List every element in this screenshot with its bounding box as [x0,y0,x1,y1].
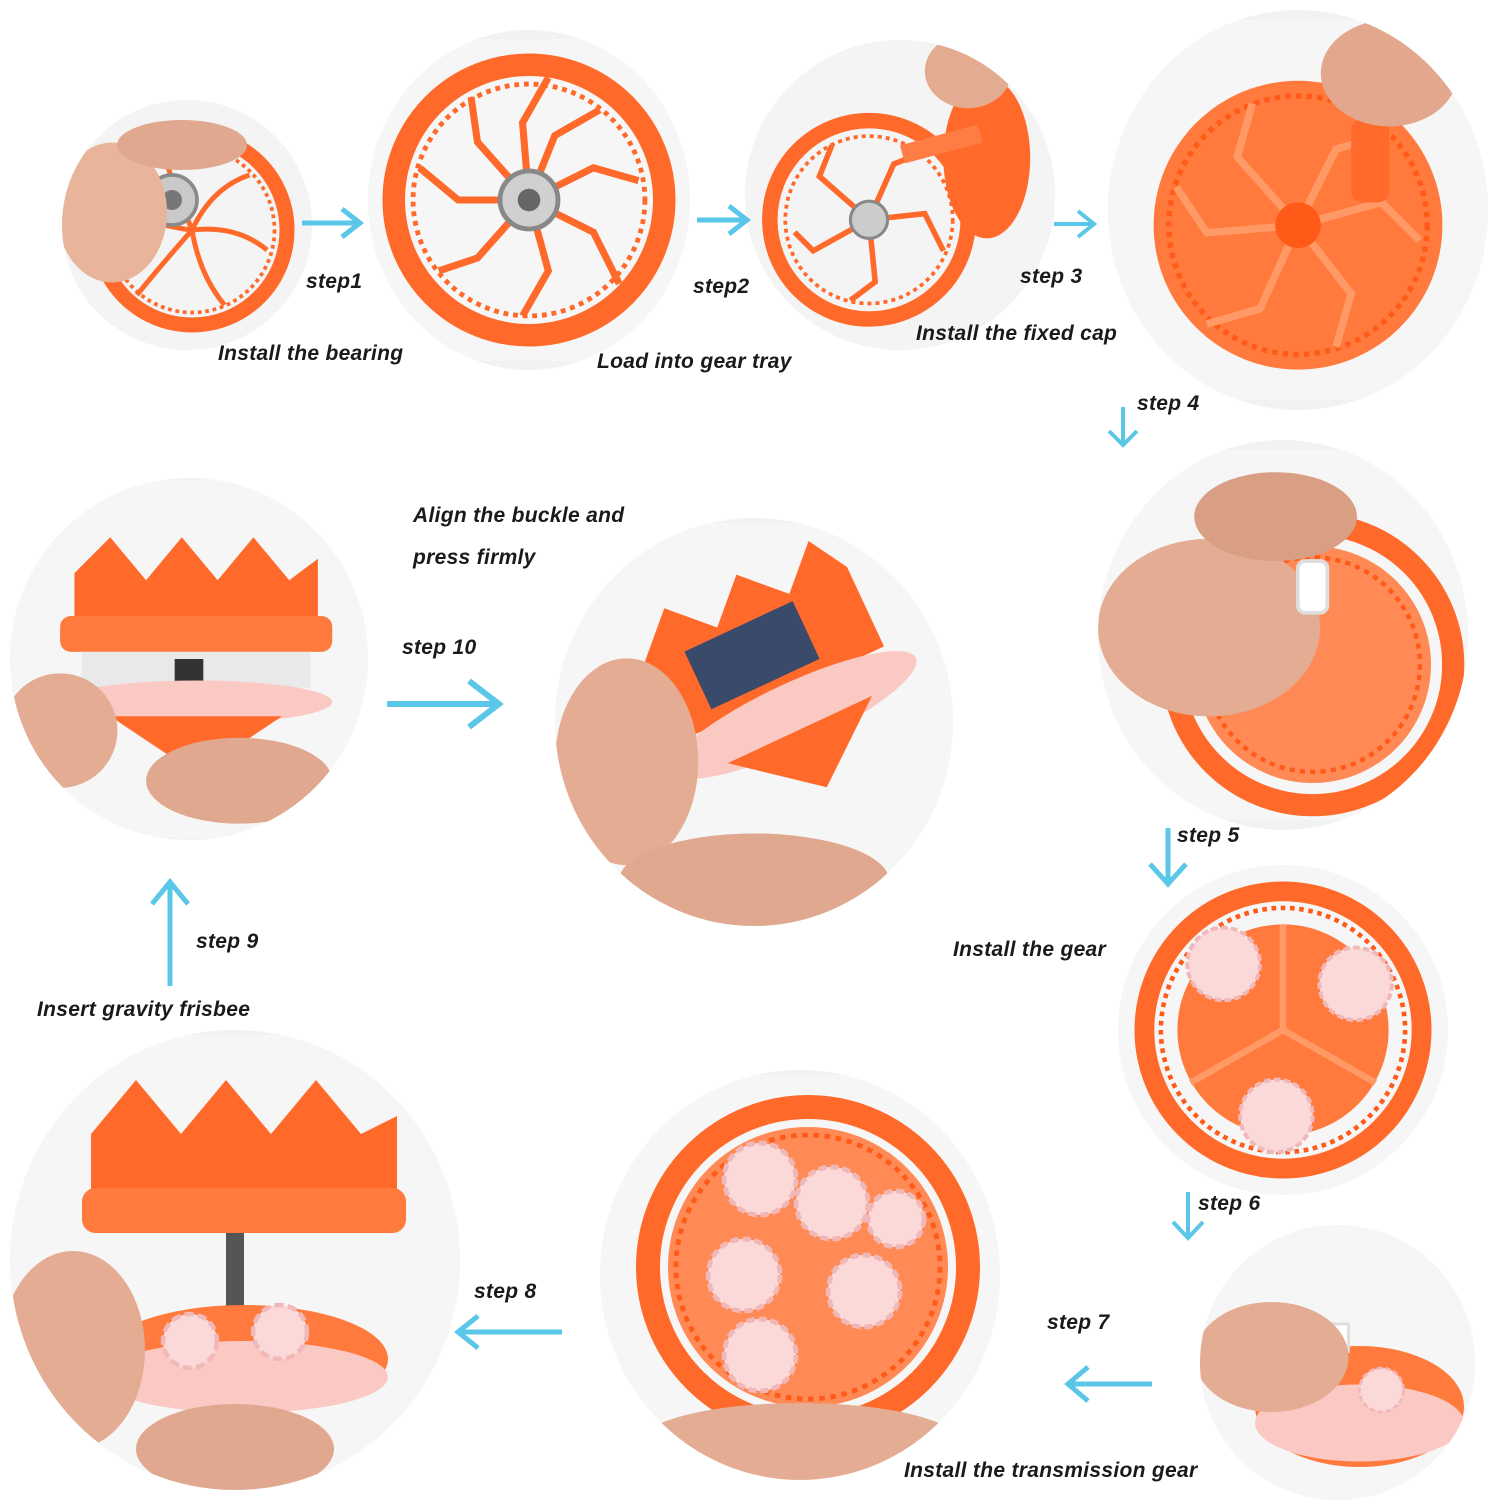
caption-install-gear: Install the gear [953,938,1107,961]
arrow-step-1-right [300,205,365,241]
step-label-6: step 6 [1198,1192,1261,1215]
caption-load-gear-tray: Load into gear tray [597,350,792,373]
photo-step-9-frisbee [10,1030,460,1490]
arrow-step-10-right [385,675,505,733]
caption-align-buckle-line2: press firmly [413,546,536,569]
photo-step-1-bearing [62,100,312,350]
caption-insert-gravity-frisbee: Insert gravity frisbee [37,998,251,1021]
arrow-step-3-right [1052,208,1098,240]
photo-step-8-gear-tray-full [600,1070,1000,1480]
step-label-9: step 9 [196,930,259,953]
photo-step-6-planet-gears [1118,865,1448,1195]
photo-step-3-fixed-cap [745,40,1055,350]
photo-step-7-transmission [1200,1225,1475,1500]
step-label-8: step 8 [474,1280,537,1303]
photo-step-4-wheel-cap [1108,10,1488,410]
arrow-step-5-down [1145,826,1191,888]
photo-step-10-assembled-side [10,478,368,840]
arrow-step-8-left [452,1312,564,1352]
arrow-step-2-right [695,202,752,238]
arrow-step-7-left [1062,1362,1154,1406]
step-label-1: step1 [306,270,363,293]
caption-install-fixed-cap: Install the fixed cap [916,322,1118,345]
arrow-step-9-up [148,876,192,988]
photo-step-5-pin [1098,440,1468,830]
caption-install-transmission-gear: Install the transmission gear [904,1459,1198,1482]
step-label-7: step 7 [1047,1311,1110,1334]
arrow-step-6-down [1168,1190,1208,1242]
step-label-4: step 4 [1137,392,1200,415]
caption-install-bearing: Install the bearing [218,342,404,365]
step-label-10: step 10 [402,636,477,659]
step-label-2: step2 [693,275,750,298]
photo-step-2-gear-tray [368,30,690,370]
arrow-step-4-down [1105,405,1141,449]
step-label-3: step 3 [1020,265,1083,288]
photo-final-assembled [555,518,953,926]
step-label-5: step 5 [1177,824,1240,847]
caption-align-buckle-line1: Align the buckle and [413,504,625,527]
